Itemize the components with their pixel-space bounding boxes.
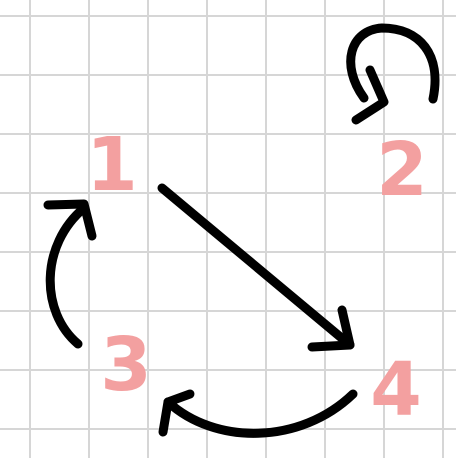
edge-3-to-1-arrowhead — [43, 199, 97, 241]
edge-3-to-1 — [43, 199, 97, 349]
node-1-label: 1 — [86, 122, 138, 208]
edge-3-to-1-curve — [45, 203, 89, 349]
edge-4-to-3-curve — [163, 389, 358, 438]
edge-2-self-loop — [346, 23, 440, 125]
edge-2-self-loop-curve — [346, 23, 440, 104]
edge-1-to-4-line — [157, 183, 355, 350]
edge-2-self-loop-arrowhead — [351, 65, 389, 125]
edge-4-to-3-arrowhead — [158, 389, 195, 437]
node-2-label: 2 — [376, 127, 428, 213]
edge-1-to-4 — [157, 183, 355, 352]
node-3-label: 3 — [100, 322, 152, 408]
edge-1-to-4-arrowhead — [307, 305, 355, 352]
edge-4-to-3 — [158, 389, 358, 438]
node-4-label: 4 — [370, 347, 422, 433]
